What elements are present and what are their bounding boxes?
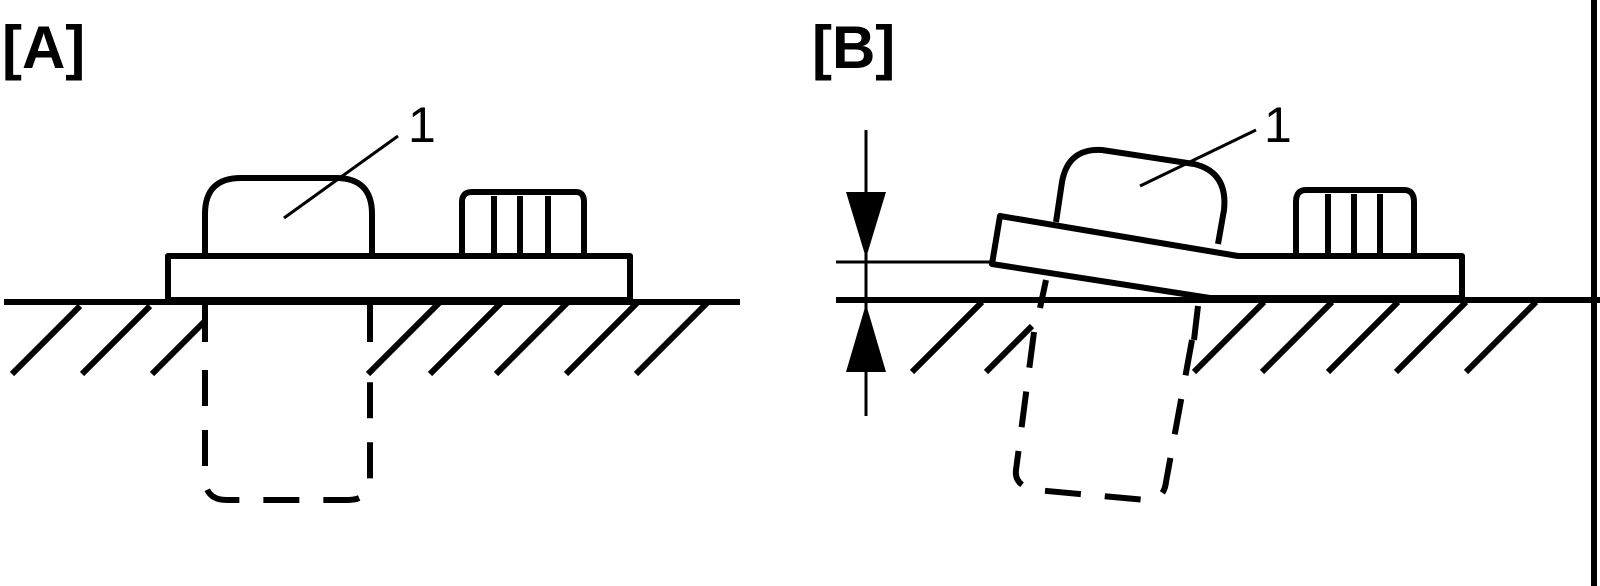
clip-head-a xyxy=(202,175,375,256)
ground-hatching-b xyxy=(909,299,1539,375)
panel-a: [A] xyxy=(2,14,740,503)
panel-b-label: [B] xyxy=(812,14,895,81)
panel-b: [B] xyxy=(812,0,1600,586)
leader-line-b xyxy=(1139,128,1257,188)
callout-number-a: 1 xyxy=(408,97,436,153)
ground-hatching-a xyxy=(9,299,711,377)
base-plate-b-tilted xyxy=(989,213,1465,301)
clip-leg-hidden-a xyxy=(202,302,373,503)
connector-block-b xyxy=(1293,187,1417,256)
clip-head-b xyxy=(1053,146,1228,245)
panel-a-label: [A] xyxy=(2,14,85,81)
gap-dimension-arrows xyxy=(846,130,886,416)
connector-block-a xyxy=(459,189,587,256)
base-plate-a xyxy=(165,253,633,303)
callout-number-b: 1 xyxy=(1264,97,1292,153)
clip-leg-hidden-b xyxy=(1012,279,1201,504)
leader-line-a xyxy=(283,134,399,220)
